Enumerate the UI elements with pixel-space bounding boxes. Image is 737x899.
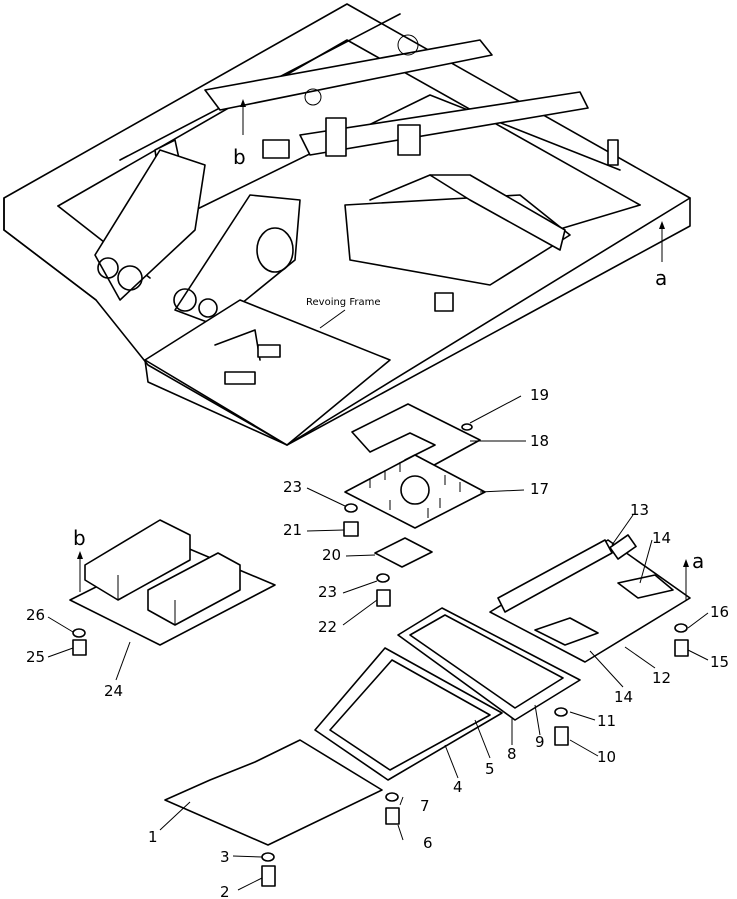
part-number-26: 26 [26,606,45,624]
washer-23b [376,573,390,583]
bolt-10 [554,726,569,746]
part-number-1: 1 [148,828,158,846]
part-4-cover [314,647,503,781]
part-17-plate [344,454,486,529]
washer-11 [554,707,568,717]
part-number-15: 15 [710,653,729,671]
bolt-25 [72,639,87,656]
revolving-frame [3,3,691,446]
part-number-17: 17 [530,480,549,498]
part-number-24: 24 [104,682,123,700]
ref-b-label: b [233,145,246,169]
bolt-15 [674,639,689,657]
bolt-21 [343,521,359,537]
part-number-20: 20 [322,546,341,564]
bolt-2 [261,865,276,887]
part-number-21: 21 [283,521,302,539]
washer-7 [385,792,399,802]
part-number-10: 10 [597,748,616,766]
part-number-23a: 23 [283,478,302,496]
part-number-3: 3 [220,848,230,866]
ref-arrow-a-top: a [655,221,667,290]
part-number-22: 22 [318,618,337,636]
part-number-14b: 14 [614,688,633,706]
part-20-plate [374,537,433,568]
leader-lines [47,395,709,891]
part-number-13: 13 [630,501,649,519]
part-number-19: 19 [530,386,549,404]
bolt-22 [376,589,391,607]
part-number-7: 7 [420,797,430,815]
washer-3 [261,852,275,862]
ref-arrow-b-top: b [233,99,246,169]
part-number-12: 12 [652,669,671,687]
part-12-cover [489,534,691,663]
part-number-14a: 14 [652,529,671,547]
ref-arrow-b-left: b [73,526,86,592]
bolt-6 [385,807,400,825]
frame-label: Revoing Frame [306,297,381,308]
ref-arrow-a-right: a [683,549,704,600]
part-number-23b: 23 [318,583,337,601]
washer-23a [344,503,358,513]
ref-b-left-label: b [73,526,86,550]
part-number-8: 8 [507,745,517,763]
part-number-6: 6 [423,834,433,852]
part-numbers: 19 18 17 23 21 20 23 22 26 25 24 13 14 1… [26,386,729,899]
part-number-18: 18 [530,432,549,450]
washer-26 [72,628,86,638]
washer-19 [461,423,473,431]
part-24-cover [69,519,276,646]
part-1-plate [164,739,383,846]
part-number-11: 11 [597,712,616,730]
part-number-16: 16 [710,603,729,621]
ref-a-label: a [655,266,667,290]
part-number-5: 5 [485,760,495,778]
washer-16 [674,623,688,633]
part-number-25: 25 [26,648,45,666]
part-number-4: 4 [453,778,463,796]
ref-a-right-label: a [692,549,704,573]
part-8-cover [397,607,581,721]
part-number-2: 2 [220,883,230,899]
part-number-9: 9 [535,733,545,751]
